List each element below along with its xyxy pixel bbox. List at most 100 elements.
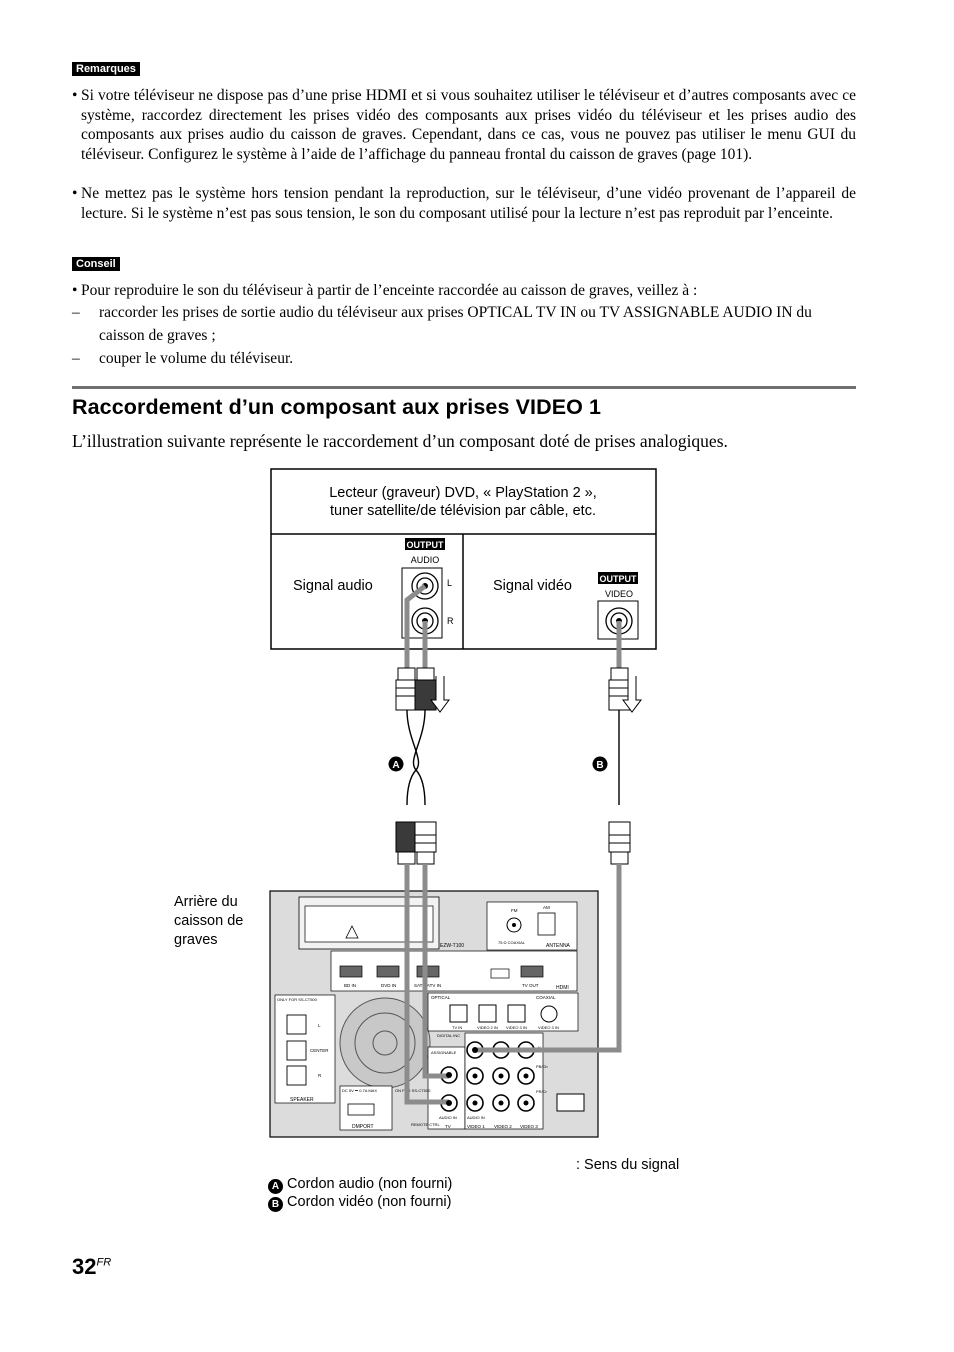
tip-subitem-text: raccorder les prises de sortie audio du …	[99, 304, 812, 344]
fm-jack-center	[512, 923, 516, 927]
video1-audio-l-jack	[446, 1072, 452, 1078]
speaker-r-terminal	[286, 1065, 307, 1086]
coaxial-jack	[540, 1005, 558, 1023]
fan-vent	[339, 997, 431, 1089]
signal-arrow-audio	[430, 676, 450, 713]
device-title-line1: Lecteur (graveur) DVD, « PlayStation 2 »…	[329, 485, 597, 501]
video2-label: VIDEO 2	[494, 1124, 512, 1129]
bullet-dot: •	[72, 282, 78, 299]
coaxial75-label: 75 Ω COAXIAL	[498, 940, 526, 945]
assignable-label: ASSIGNABLE	[431, 1050, 457, 1055]
tv-group-label: TV	[445, 1124, 451, 1129]
video-plug-bottom	[608, 821, 631, 865]
on-for-label: ON FOR SS-CT500	[395, 1088, 431, 1093]
bullet-dot: •	[72, 185, 78, 202]
speaker-l-terminal	[286, 1014, 307, 1035]
hdmi-label: HDMI	[556, 985, 569, 991]
hdmi-tv-out	[520, 965, 544, 978]
antenna-label: ANTENNA	[546, 943, 571, 949]
tv-in-label: TV IN	[452, 1025, 462, 1030]
audio-in-label-a: AUDIO IN	[439, 1115, 457, 1120]
video-label: VIDEO	[605, 589, 633, 599]
speaker-center-terminal	[286, 1040, 307, 1061]
legend-cable-a: A Cordon audio (non fourni)	[268, 1176, 452, 1194]
audio-cable-a2	[412, 709, 426, 806]
audio-plug-r-top	[414, 667, 437, 711]
tip-subitem-text: couper le volume du téléviseur.	[99, 350, 294, 367]
video-cable-run	[475, 864, 622, 1053]
optical-label: OPTICAL	[431, 995, 451, 1000]
sat-in-label: SAT/CATV IN	[414, 983, 441, 988]
note-item: • Ne mettez pas le système hors tension …	[72, 184, 856, 223]
dash-mark: –	[72, 350, 80, 367]
marker-b-circle	[592, 756, 608, 772]
am-terminal	[537, 912, 556, 936]
page-number-value: 32	[72, 1254, 97, 1279]
output-badge-audio	[405, 538, 445, 550]
audio-plug-l-bottom	[395, 821, 418, 865]
antenna-area	[486, 901, 578, 951]
bd-in-label: BD IN	[344, 983, 356, 988]
coaxial-label: COAXIAL	[536, 995, 556, 1000]
video1-video-jack	[472, 1047, 478, 1053]
only-for-label: ONLY FOR SS-CT500	[277, 997, 318, 1002]
hdmi-sat-in	[416, 965, 440, 978]
bullet-dot: •	[72, 87, 78, 104]
dc-label: DC 5V ⎓ 0.7A MAX	[342, 1088, 377, 1093]
spk-l-label: L	[318, 1023, 321, 1028]
note-text: Ne mettez pas le système hors tension pe…	[81, 185, 856, 222]
audio-in-label-b: AUDIO IN	[467, 1115, 485, 1120]
hdmi-blank	[490, 968, 510, 979]
remote-ctrl-label: REMOTE CTRL	[411, 1122, 440, 1127]
output-label-video: OUTPUT	[600, 574, 638, 584]
jack-l-label: L	[447, 578, 452, 588]
dmport-socket	[347, 1103, 375, 1116]
legend-cable-a-text: Cordon audio (non fourni)	[287, 1176, 453, 1192]
legend-cable-b-text: Cordon vidéo (non fourni)	[287, 1194, 452, 1210]
marker-a-circle	[388, 756, 404, 772]
connection-diagram: Lecteur (graveur) DVD, « PlayStation 2 »…	[174, 468, 657, 1138]
hdmi-bd-in	[339, 965, 363, 978]
section-rule	[72, 386, 856, 389]
am-label: AM	[543, 905, 550, 910]
output-label-audio: OUTPUT	[407, 540, 445, 550]
subwoofer-label-line1: Arrière du	[174, 894, 238, 910]
hdmi-dvd-in	[376, 965, 400, 978]
tip-text: Pour reproduire le son du téléviseur à p…	[81, 282, 698, 299]
optical-video3-in	[507, 1004, 526, 1023]
dvd-in-label: DVD IN	[381, 983, 396, 988]
tip-label: Conseil	[72, 257, 120, 271]
audio-label: AUDIO	[411, 555, 440, 565]
video1-label: VIDEO 1	[467, 1124, 485, 1129]
legend-marker-a: A	[268, 1179, 283, 1194]
audio-plug-r-bottom	[414, 821, 437, 865]
section-heading: Raccordement d’un composant aux prises V…	[72, 395, 602, 419]
notes-label: Remarques	[72, 62, 140, 76]
legend-signal-flow: : Sens du signal	[576, 1157, 680, 1173]
fan-vent-inner	[354, 1012, 416, 1074]
subwoofer-label-line2: caisson de	[174, 913, 243, 929]
marker-b: B	[596, 760, 603, 771]
output-badge-video	[598, 572, 638, 584]
audio-cable-r-run	[422, 864, 449, 1079]
audio-cable-l-route	[404, 584, 427, 670]
spk-r-label: R	[318, 1073, 322, 1078]
video1-audio-r-jack	[446, 1100, 452, 1106]
warning-icon	[345, 925, 359, 939]
jack-r-label: R	[447, 616, 454, 626]
video3-in-label-b: VIDEO 3 IN	[538, 1025, 559, 1030]
video3-label: VIDEO 3	[520, 1124, 538, 1129]
device-title-line2: tuner satellite/de télévision par câble,…	[330, 503, 596, 519]
fm-label: FM	[511, 908, 518, 913]
optical-video2-in	[478, 1004, 497, 1023]
dash-mark: –	[72, 304, 80, 321]
signal-video-label: Signal vidéo	[493, 578, 572, 594]
signal-arrow-video	[622, 676, 642, 713]
tip-subitem: – couper le volume du téléviseur.	[72, 347, 856, 370]
assignable-area	[427, 1046, 466, 1130]
audio-jack-panel	[401, 567, 443, 639]
pr-label: PR/Cr	[536, 1089, 548, 1094]
video3-in-label: VIDEO 3 IN	[506, 1025, 527, 1030]
dmport-label: DMPORT	[352, 1124, 374, 1130]
legend-marker-b: B	[268, 1197, 283, 1212]
